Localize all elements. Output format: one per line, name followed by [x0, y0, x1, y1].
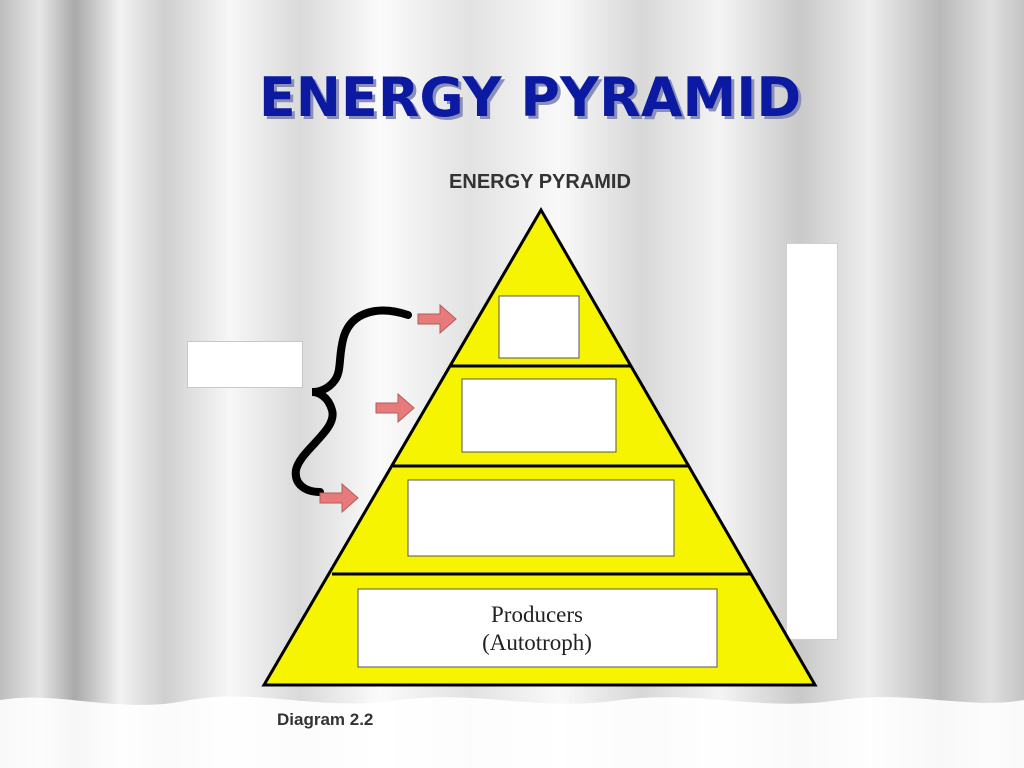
autotroph-label: (Autotroph) [482, 630, 592, 655]
diagram-header: ENERGY PYRAMID [449, 171, 631, 193]
diagram-caption: Diagram 2.2 [277, 710, 373, 729]
arrow-right-icon [375, 392, 415, 424]
producers-label: Producers [491, 602, 583, 627]
arrow-right-icon [417, 303, 457, 335]
background-wave [0, 696, 1024, 768]
level-box-second [461, 378, 617, 453]
level-box-producers [357, 588, 718, 668]
level-box-apex [498, 295, 580, 359]
level-box-third [407, 479, 675, 557]
arrow-right-icon [319, 482, 359, 514]
blank-answer-box-right [786, 243, 838, 640]
slide-title: ENERGY PYRAMID [258, 66, 802, 129]
blank-answer-box-left [187, 341, 303, 388]
curly-brace [291, 306, 412, 496]
